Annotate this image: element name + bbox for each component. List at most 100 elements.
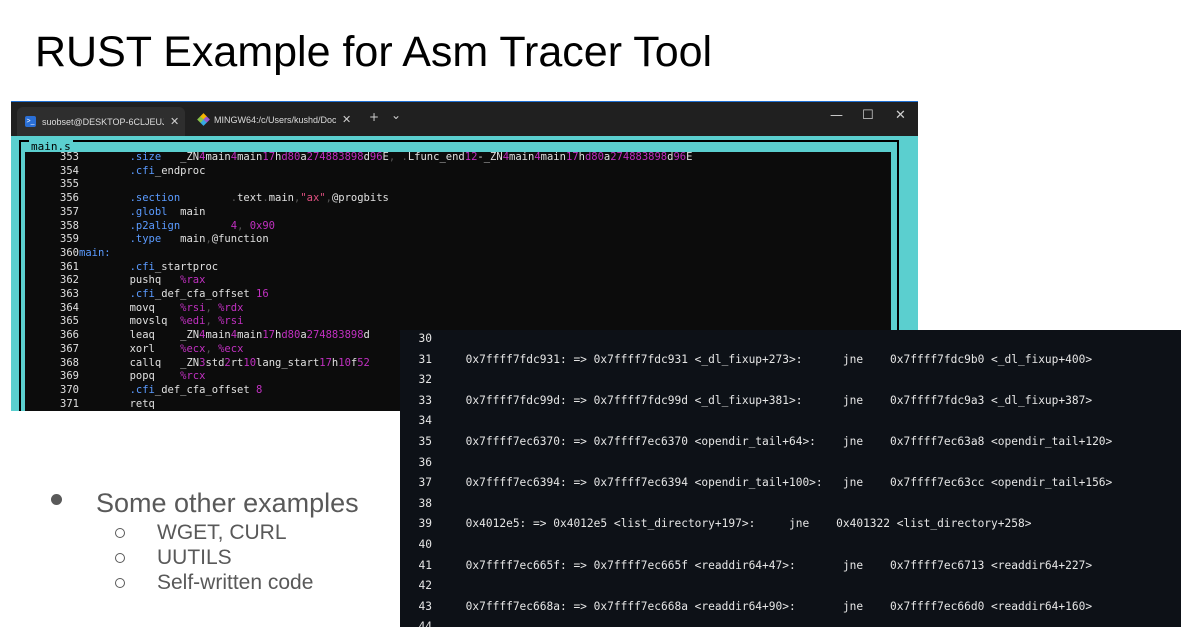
code-token: popq — [79, 370, 181, 383]
code-token: .globl — [129, 205, 168, 218]
code-token: %rax — [180, 274, 206, 287]
code-token: , . — [388, 151, 408, 163]
code-token — [79, 233, 130, 245]
code-token: main — [161, 233, 206, 246]
minimize-button[interactable]: — — [830, 108, 843, 123]
code-token: , — [237, 219, 250, 232]
code-token: main — [237, 151, 263, 163]
code-token: , — [205, 342, 219, 355]
code-token: .cfi — [129, 383, 155, 396]
line-number: 362 — [60, 274, 79, 287]
code-token: -_ZN — [477, 151, 503, 163]
code-token: 3 — [199, 356, 206, 369]
trace-line: 30 — [400, 330, 432, 349]
code-token: h — [275, 151, 282, 163]
code-token: .cfi — [129, 164, 155, 177]
code-token: main — [167, 205, 206, 218]
code-token: h — [275, 329, 282, 342]
code-token: 4 — [230, 151, 238, 163]
code-token: %rsi — [180, 301, 206, 314]
code-line: 371 retq — [25, 398, 155, 411]
line-number: 367 — [60, 342, 79, 355]
code-token: @function — [211, 233, 269, 246]
code-token: 2 — [224, 356, 231, 369]
trace-line: 44 — [400, 617, 432, 627]
trace-line: 39 0x4012e5: => 0x4012e5 <list_directory… — [400, 514, 1032, 534]
code-token: d80 — [281, 329, 301, 342]
code-token: .cfi — [129, 288, 155, 300]
code-token: E — [382, 151, 389, 163]
code-token: Lfunc_end — [407, 151, 465, 163]
code-line: 358 .p2align 4, 0x90 — [25, 220, 275, 234]
code-token: . — [262, 192, 269, 205]
new-tab-button[interactable]: + — [369, 110, 380, 124]
line-number: 359 — [60, 233, 79, 246]
close-tab-icon[interactable]: ✕ — [342, 114, 352, 126]
code-token: _startproc — [154, 260, 219, 273]
maximize-button[interactable]: ☐ — [862, 108, 874, 123]
close-window-button[interactable]: ✕ — [895, 108, 906, 123]
code-token: h — [331, 356, 339, 369]
code-token: a — [300, 151, 307, 163]
trace-line-number: 36 — [418, 455, 432, 469]
trace-line-number: 34 — [418, 414, 432, 428]
line-number: 363 — [60, 288, 79, 300]
code-token: %rcx — [180, 370, 206, 383]
trace-line-number: 41 — [418, 558, 432, 572]
code-token: rt — [230, 356, 244, 369]
code-token: text — [237, 192, 263, 205]
code-token: 52 — [357, 356, 370, 369]
code-token: .type — [129, 233, 162, 246]
trace-line-text: 0x7ffff7fdc99d: => 0x7ffff7fdc99d <_dl_f… — [432, 393, 1093, 407]
code-token — [79, 261, 130, 273]
line-number: 354 — [60, 164, 79, 177]
code-line: 364 movq %rsi, %rdx — [25, 302, 243, 316]
code-token: callq _ZN — [79, 356, 200, 369]
code-token: main — [205, 151, 231, 163]
trace-line-text: 0x7ffff7ec668a: => 0x7ffff7ec668a <readd… — [432, 599, 1093, 613]
code-line: 367 xorl %ecx, %ecx — [25, 343, 243, 357]
trace-line-number: 40 — [418, 538, 432, 551]
bullet-main: Some other examples — [96, 488, 359, 518]
code-token: .size — [129, 151, 162, 163]
tab-mingw64[interactable]: MINGW64:/c/Users/kushd/Doc ✕ — [191, 108, 361, 131]
code-token: %ecx — [218, 342, 244, 355]
line-number: 360 — [60, 246, 79, 259]
code-token: _def_cfa_offset — [154, 383, 257, 396]
code-token: .section — [129, 192, 181, 205]
close-tab-icon[interactable]: ✕ — [170, 116, 180, 128]
code-line: 365 movslq %edi, %rsi — [25, 315, 243, 329]
sub-bullet-wget-curl: WGET, CURL — [157, 521, 287, 544]
code-line: 369 popq %rcx — [25, 370, 205, 384]
code-token: 0x90 — [249, 219, 276, 232]
code-token: 17 — [565, 151, 579, 163]
line-number: 353 — [60, 151, 79, 163]
code-token: 10 — [243, 356, 257, 369]
code-token: pushq — [79, 274, 181, 287]
tab-label: MINGW64:/c/Users/kushd/Doc — [214, 114, 336, 125]
code-token: main: — [79, 246, 111, 259]
trace-line-text: 0x4012e5: => 0x4012e5 <list_directory+19… — [432, 517, 1032, 531]
trace-line: 43 0x7ffff7ec668a: => 0x7ffff7ec668a <re… — [400, 597, 1093, 617]
code-token: main — [205, 329, 231, 342]
trace-line-number: 39 — [418, 517, 432, 531]
line-number: 368 — [60, 356, 79, 369]
code-line: 354 .cfi_endproc — [25, 165, 205, 179]
line-number: 371 — [60, 397, 79, 410]
code-token: 274883898 — [306, 329, 364, 342]
terminal-icon: >_ — [25, 116, 36, 127]
code-line: 353 .size _ZN4main4main17hd80a274883898d… — [25, 151, 693, 165]
code-token: movslq — [79, 315, 181, 328]
code-token: @progbits — [331, 192, 389, 205]
code-token: main — [509, 151, 535, 163]
code-line: 356 .section .text.main,"ax",@progbits — [25, 192, 389, 206]
line-number: 364 — [60, 301, 79, 314]
code-token: h — [578, 151, 585, 163]
trace-line-text: 0x7ffff7ec6394: => 0x7ffff7ec6394 <opend… — [432, 476, 1113, 490]
code-token — [79, 220, 130, 232]
tab-suobset[interactable]: >_ suobset@DESKTOP-6CLJEUJ: ✕ — [17, 107, 185, 136]
code-token: 16 — [256, 288, 269, 300]
chevron-down-icon[interactable]: ⌄ — [391, 108, 402, 122]
code-token: E — [686, 151, 693, 163]
code-line: 361 .cfi_startproc — [25, 261, 218, 275]
